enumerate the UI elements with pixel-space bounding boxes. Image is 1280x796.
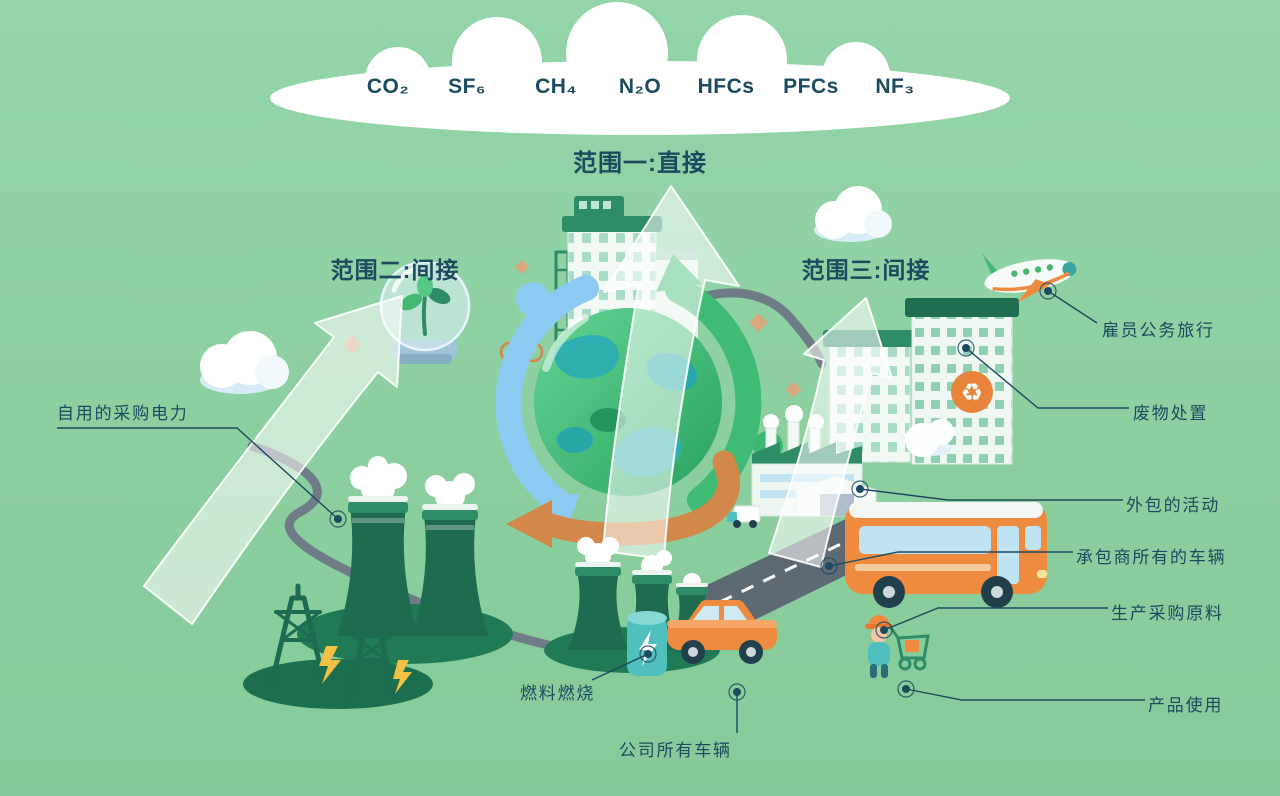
label-outsourced-activities: 外包的活动 [1126,496,1220,515]
scope1-title: 范围一:直接 [573,150,707,177]
label-contractor-vehicles: 承包商所有的车辆 [1076,548,1227,567]
scope1-arrow [602,185,740,560]
gas-label-sf6: SF₆ [448,75,486,98]
label-employee-business-travel: 雇员公务旅行 [1102,321,1215,340]
scope3-title: 范围三:间接 [801,257,931,283]
callout-dots [329,282,1057,701]
scope3-arrow [768,297,893,568]
gas-label-pfcs: PFCs [783,75,839,98]
bus [845,502,1047,608]
airplane [982,253,1077,303]
gas-label-ch4: CH₄ [535,75,577,98]
scope2-title: 范围二:间接 [330,257,460,283]
cloud-mid-right [905,419,954,457]
label-waste-disposal: 废物处置 [1133,404,1209,423]
callout-lines [57,290,1145,733]
label-fuel-combustion: 燃料燃烧 [520,684,596,703]
lightning-bolts [319,646,412,694]
plant-dome [379,260,471,364]
label-product-use: 产品使用 [1148,696,1224,715]
fuel-canister [627,611,667,676]
label-purchased-electricity: 自用的采购电力 [57,404,189,423]
gas-label-nf3: NF₃ [875,75,915,98]
gas-label-hfcs: HFCs [697,75,755,98]
recycle-icon: ♻ [961,379,983,407]
cloud-left [200,331,289,394]
transmission-towers [269,583,397,699]
ghg-cloud [270,2,1010,135]
cooling-towers-large [337,456,488,636]
gas-label-co2: CO₂ [366,75,410,98]
car [667,600,777,664]
gas-label-n2o: N₂O [618,75,662,98]
worker-with-cart [865,615,930,678]
label-purchased-materials: 生产采购原料 [1111,604,1224,623]
label-company-vehicles: 公司所有车辆 [619,741,732,760]
cloud-top-right [814,186,892,242]
